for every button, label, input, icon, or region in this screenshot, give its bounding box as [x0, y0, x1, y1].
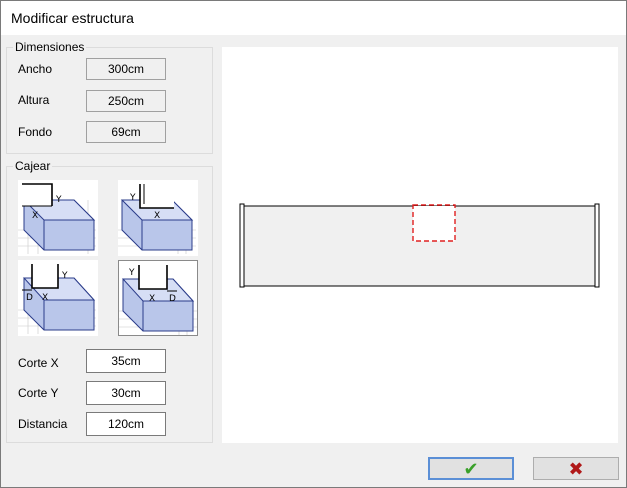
- corner-left-y-label: Y: [55, 195, 62, 205]
- window-title: Modificar estructura: [11, 10, 134, 26]
- fondo-label: Fondo: [18, 125, 53, 139]
- corte-x-label: Corte X: [18, 356, 59, 370]
- cajear-option-slot-center[interactable]: Y X D: [118, 260, 198, 336]
- fondo-value: 69cm: [86, 121, 166, 143]
- structure-left-end: [239, 203, 245, 288]
- corner-left-x-label: X: [32, 211, 38, 221]
- cancel-button[interactable]: ✖: [533, 457, 619, 480]
- corner-right-y-label: Y: [129, 193, 136, 203]
- cut-fill: [413, 206, 455, 241]
- cut-outline: [412, 204, 456, 242]
- cajear-option-corner-left[interactable]: Y X: [18, 180, 98, 256]
- slot-left-y-label: Y: [61, 271, 68, 281]
- corner-right-x-label: X: [154, 211, 160, 221]
- slot-left-d-label: D: [26, 293, 33, 303]
- cajear-option-corner-right[interactable]: Y X: [118, 180, 198, 256]
- cajear-group: Cajear: [6, 159, 213, 443]
- checkmark-icon: ✔: [463, 458, 479, 479]
- distancia-input[interactable]: 120cm: [86, 412, 166, 436]
- dimensiones-group: Dimensiones: [6, 40, 213, 154]
- structure-right-end: [594, 203, 600, 288]
- slot-center-d-label: D: [169, 294, 176, 304]
- cajear-option-slot-left[interactable]: D X Y: [18, 260, 98, 336]
- altura-value: 250cm: [86, 90, 166, 112]
- title-bar: Modificar estructura: [1, 1, 626, 35]
- distancia-label: Distancia: [18, 417, 68, 431]
- slot-left-x-label: X: [42, 293, 48, 303]
- corte-y-input[interactable]: 30cm: [86, 381, 166, 405]
- corner-right-diagram-icon: Y X: [118, 180, 196, 254]
- slot-center-y-label: Y: [128, 268, 135, 278]
- corner-left-diagram-icon: Y X: [18, 180, 96, 254]
- structure-preview-drawing: [239, 203, 600, 288]
- ancho-label: Ancho: [18, 62, 53, 76]
- close-icon: ✖: [568, 458, 584, 479]
- structure-preview-panel: [222, 47, 618, 443]
- cajear-legend: Cajear: [13, 159, 53, 173]
- dimensiones-legend: Dimensiones: [13, 40, 87, 54]
- slot-center-x-label: X: [149, 294, 155, 304]
- slot-center-diagram-icon: Y X D: [119, 261, 197, 335]
- corte-x-input[interactable]: 35cm: [86, 349, 166, 373]
- ancho-value: 300cm: [86, 58, 166, 80]
- slot-left-diagram-icon: D X Y: [18, 260, 96, 334]
- corte-y-label: Corte Y: [18, 386, 59, 400]
- altura-label: Altura: [18, 93, 50, 107]
- ok-button[interactable]: ✔: [428, 457, 514, 480]
